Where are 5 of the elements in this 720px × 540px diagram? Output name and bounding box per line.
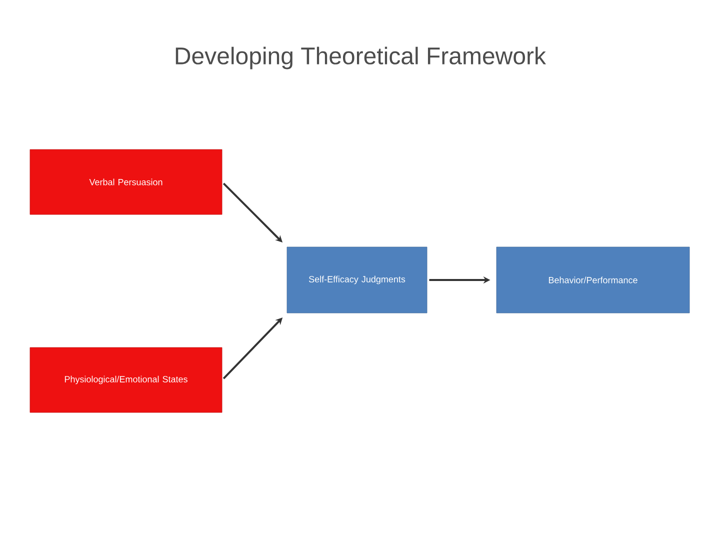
title: Developing Theoretical Framework: [176, 46, 546, 70]
factor-box: Physiological/Emotional States: [30, 347, 222, 413]
process-box: Self-Efficacy Judgments: [286, 246, 428, 314]
process-box: Behavior/Performance: [496, 246, 690, 314]
factor-box: Verbal Persuasion: [30, 149, 222, 215]
